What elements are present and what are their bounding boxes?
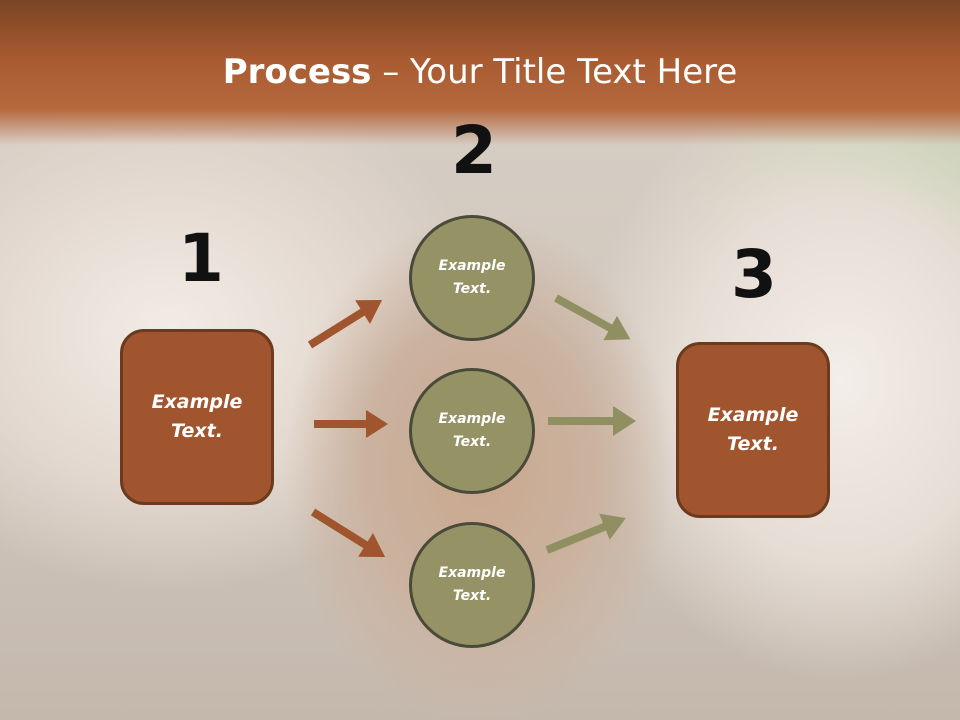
step-3-text-line2: Text. <box>727 433 779 455</box>
arrow-to-circle-bottom <box>310 508 386 558</box>
circle-middle-text-line2: Text. <box>452 434 492 450</box>
circle-top-text-line2: Text. <box>452 281 492 297</box>
step-number-2: 2 <box>451 112 497 189</box>
arrow-from-circle-top <box>554 294 631 341</box>
step-2-circle-middle[interactable]: Example Text. <box>409 368 535 494</box>
title-bar <box>0 0 960 145</box>
step-2-circle-bottom[interactable]: Example Text. <box>409 522 535 648</box>
title-rest: – Your Title Text Here <box>371 52 738 92</box>
step-number-1: 1 <box>178 220 224 297</box>
circle-top-text-line1: Example <box>438 258 506 274</box>
arrow-from-circle-middle <box>548 406 636 436</box>
step-3-text-line1: Example <box>707 404 799 426</box>
step-number-3: 3 <box>731 236 777 313</box>
step-3-box[interactable]: Example Text. <box>676 342 830 518</box>
step-1-text-line2: Text. <box>171 420 223 442</box>
arrow-to-circle-top <box>307 299 383 349</box>
circle-bottom-text-line2: Text. <box>452 588 492 604</box>
title-bold: Process <box>222 52 372 92</box>
arrow-from-circle-bottom <box>545 513 626 554</box>
arrow-to-circle-middle <box>314 410 388 438</box>
step-1-box[interactable]: Example Text. <box>120 329 274 505</box>
circle-middle-text-line1: Example <box>438 411 506 427</box>
step-1-text-line1: Example <box>151 391 243 413</box>
circle-bottom-text-line1: Example <box>438 565 506 581</box>
step-2-circle-top[interactable]: Example Text. <box>409 215 535 341</box>
slide-title[interactable]: Process – Your Title Text Here <box>0 52 960 92</box>
